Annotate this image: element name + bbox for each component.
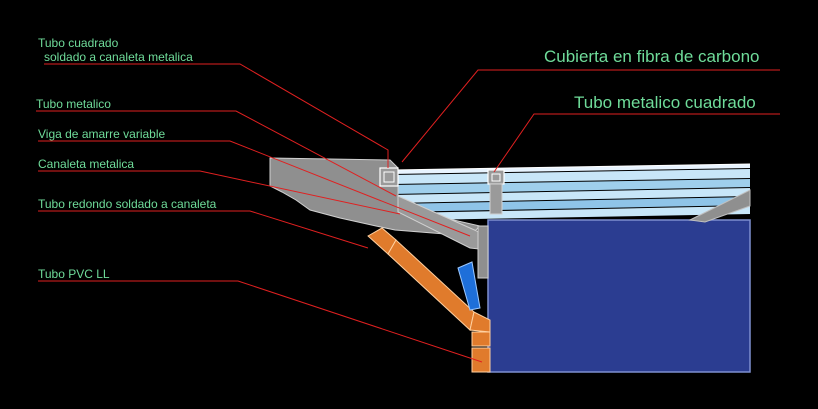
leader-tubo-metalico-cuadrado: [493, 113, 780, 173]
leader-tubo-metalico: [36, 110, 397, 197]
leader-viga-amarre: [38, 140, 471, 237]
vertical-support: [477, 225, 489, 279]
leader-canaleta: [38, 170, 401, 215]
leader-cubierta: [401, 69, 780, 163]
leader-tubo-redondo: [38, 210, 369, 249]
label-canaleta-metalica: Canaleta metalica: [38, 157, 134, 171]
leader-tubo-pvc: [38, 280, 483, 363]
pvc-downpipe: [367, 227, 491, 373]
square-tube-post: [487, 169, 505, 215]
label-tubo-pvc: Tubo PVC LL: [38, 267, 110, 281]
label-tubo-cuadrado-line1: Tubo cuadrado: [38, 36, 119, 50]
label-tubo-redondo: Tubo redondo soldado a canaleta: [38, 197, 217, 211]
label-cubierta: Cubierta en fibra de carbono: [544, 47, 759, 66]
leader-tubo-cuadrado: [44, 63, 389, 168]
right-diagonal-beam: [688, 189, 751, 223]
wall-block: [487, 219, 751, 373]
round-tube-blue: [457, 261, 481, 311]
leader-lines: [36, 63, 780, 363]
square-tube-gutter-inner: [383, 171, 395, 183]
square-tube-gutter: [379, 167, 399, 187]
label-tubo-metalico: Tubo metalico: [36, 97, 111, 111]
roof-cover: [391, 163, 751, 220]
label-tubo-metalico-cuadrado: Tubo metalico cuadrado: [574, 93, 756, 112]
label-viga-amarre: Viga de amarre variable: [38, 127, 166, 141]
label-tubo-cuadrado-line2: soldado a canaleta metalica: [44, 50, 193, 64]
